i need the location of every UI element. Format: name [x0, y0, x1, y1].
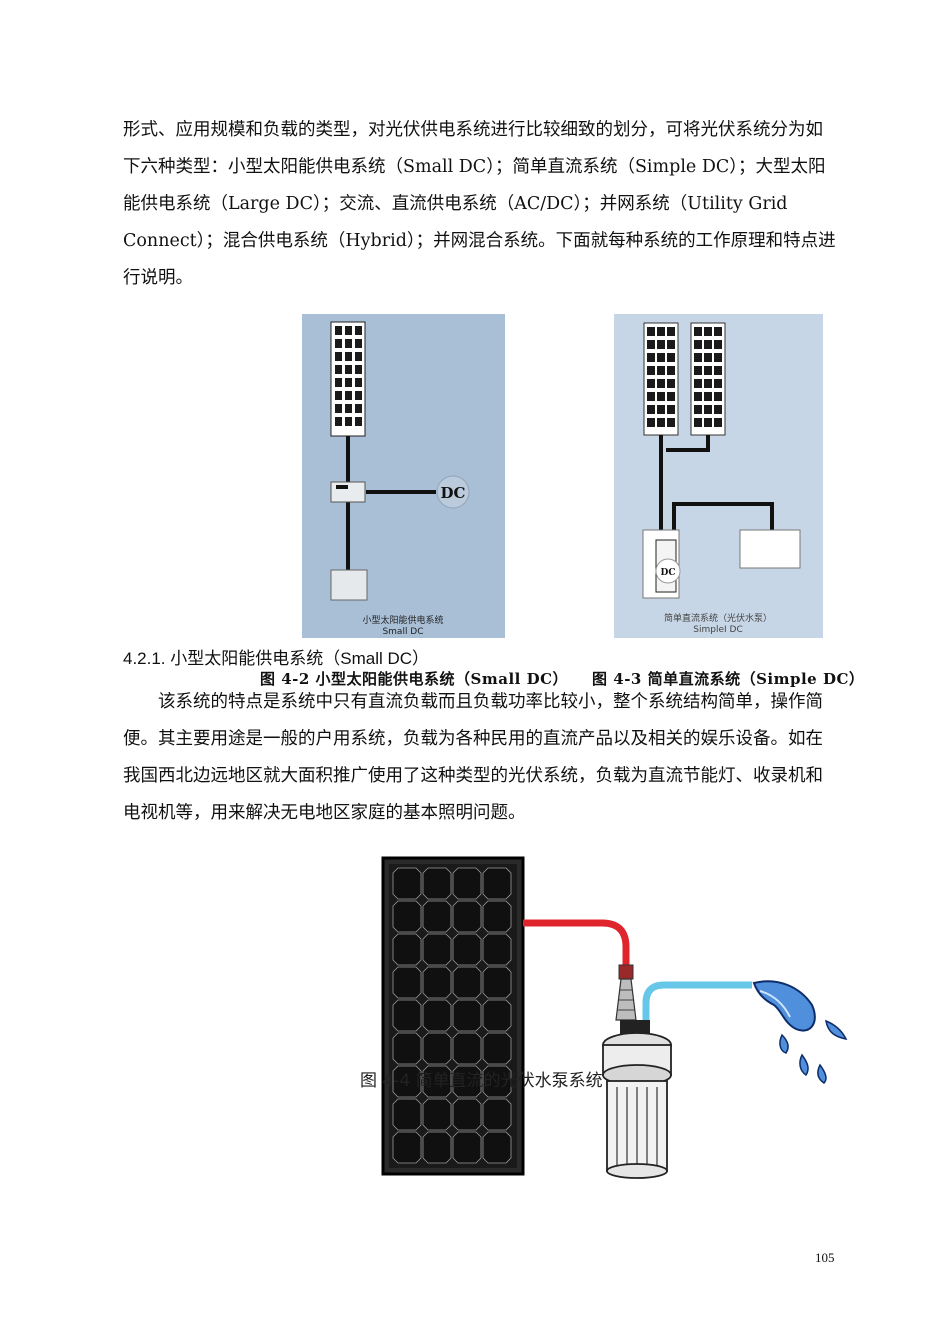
page-number: 105 — [815, 1250, 835, 1265]
figure-right-caption-en: SimpleI DC — [693, 625, 742, 635]
pv-cell — [392, 1032, 422, 1065]
red-power-cable — [523, 919, 630, 971]
caption-fig-4-4: 图 4-4 简单直流的光伏水泵系统 — [360, 1071, 603, 1091]
pv-cell — [422, 1032, 452, 1065]
solar-panel-icon — [690, 322, 726, 436]
pv-cell — [392, 999, 422, 1032]
pv-cell — [452, 900, 482, 933]
figure-right-caption-cn: 简单直流系统（光伏水泵） — [664, 612, 772, 624]
pv-cell — [452, 1131, 482, 1164]
blue-water-pipe — [642, 981, 752, 1033]
pv-cell — [482, 1032, 512, 1065]
dc-load-label: DC — [661, 568, 676, 578]
pv-cell — [422, 999, 452, 1032]
figure-left-caption-en: Small DC — [382, 627, 423, 637]
solar-panel-icon — [643, 322, 679, 436]
pv-cell — [392, 1131, 422, 1164]
caption-fig-4-2: 图 4-2 小型太阳能供电系统（Small DC） — [260, 670, 569, 688]
dc-load-circle — [436, 475, 470, 509]
pv-cell — [482, 999, 512, 1032]
pv-cell — [482, 933, 512, 966]
pv-cell — [482, 1098, 512, 1131]
wiring — [659, 435, 774, 536]
figure-left-caption-cn: 小型太阳能供电系统 — [362, 614, 443, 626]
pv-cell — [392, 1065, 422, 1098]
pv-cell — [482, 900, 512, 933]
pv-cell — [422, 1065, 452, 1098]
pv-cell — [422, 933, 452, 966]
pv-cell — [452, 867, 482, 900]
caption-fig-4-3: 图 4-3 简单直流系统（Simple DC） — [592, 670, 865, 688]
solar-panel-icon — [330, 321, 366, 437]
pv-cell — [392, 966, 422, 999]
pv-cell — [452, 966, 482, 999]
body-paragraph: 该系统的特点是系统中只有直流负载而且负载功率比较小，整个系统结构简单，操作简便。… — [123, 684, 839, 832]
pv-cell — [452, 1065, 482, 1098]
storage-tank-box — [739, 529, 801, 569]
intro-text: 形式、应用规模和负载的类型，对光伏供电系统进行比较细致的划分，可将光伏系统分为如… — [123, 120, 836, 288]
pump-icon — [602, 1020, 672, 1179]
figure-small-dc-diagram: DC 小型太阳能供电系统 Small DC — [302, 314, 505, 638]
figure-simple-dc-diagram: DC 简单直流系统（光伏水泵） SimpleI DC — [614, 314, 823, 638]
pv-cell — [482, 1131, 512, 1164]
pv-cell — [392, 1098, 422, 1131]
pv-cell — [422, 966, 452, 999]
pv-cell — [392, 900, 422, 933]
pv-cell — [482, 867, 512, 900]
pv-cell — [452, 933, 482, 966]
cable-connector — [615, 964, 637, 1021]
section-heading: 4.2.1. 小型太阳能供电系统（Small DC） — [123, 649, 430, 668]
water-splash-icon — [752, 980, 848, 1084]
pv-cell — [452, 1098, 482, 1131]
solar-panel-icon — [381, 856, 525, 1176]
battery-box — [330, 569, 368, 601]
pv-cell — [422, 867, 452, 900]
pv-cell — [422, 1131, 452, 1164]
pv-cell — [452, 999, 482, 1032]
pv-cell — [482, 1065, 512, 1098]
wiring — [346, 436, 436, 570]
pv-cell — [422, 1098, 452, 1131]
figure-captions-row: 图 4-2 小型太阳能供电系统（Small DC） 图 4-3 简单直流系统（Si… — [260, 668, 864, 689]
pv-cell — [392, 933, 422, 966]
intro-paragraph: 形式、应用规模和负载的类型，对光伏供电系统进行比较细致的划分，可将光伏系统分为如… — [123, 112, 839, 297]
pv-cell — [482, 966, 512, 999]
figure-solar-pump-illustration — [381, 856, 848, 1179]
dc-load-label: DC — [441, 484, 466, 502]
pv-cell — [422, 900, 452, 933]
body-text: 该系统的特点是系统中只有直流负载而且负载功率比较小，整个系统结构简单，操作简便。… — [123, 692, 823, 823]
pv-cell — [392, 867, 422, 900]
pv-cell — [452, 1032, 482, 1065]
